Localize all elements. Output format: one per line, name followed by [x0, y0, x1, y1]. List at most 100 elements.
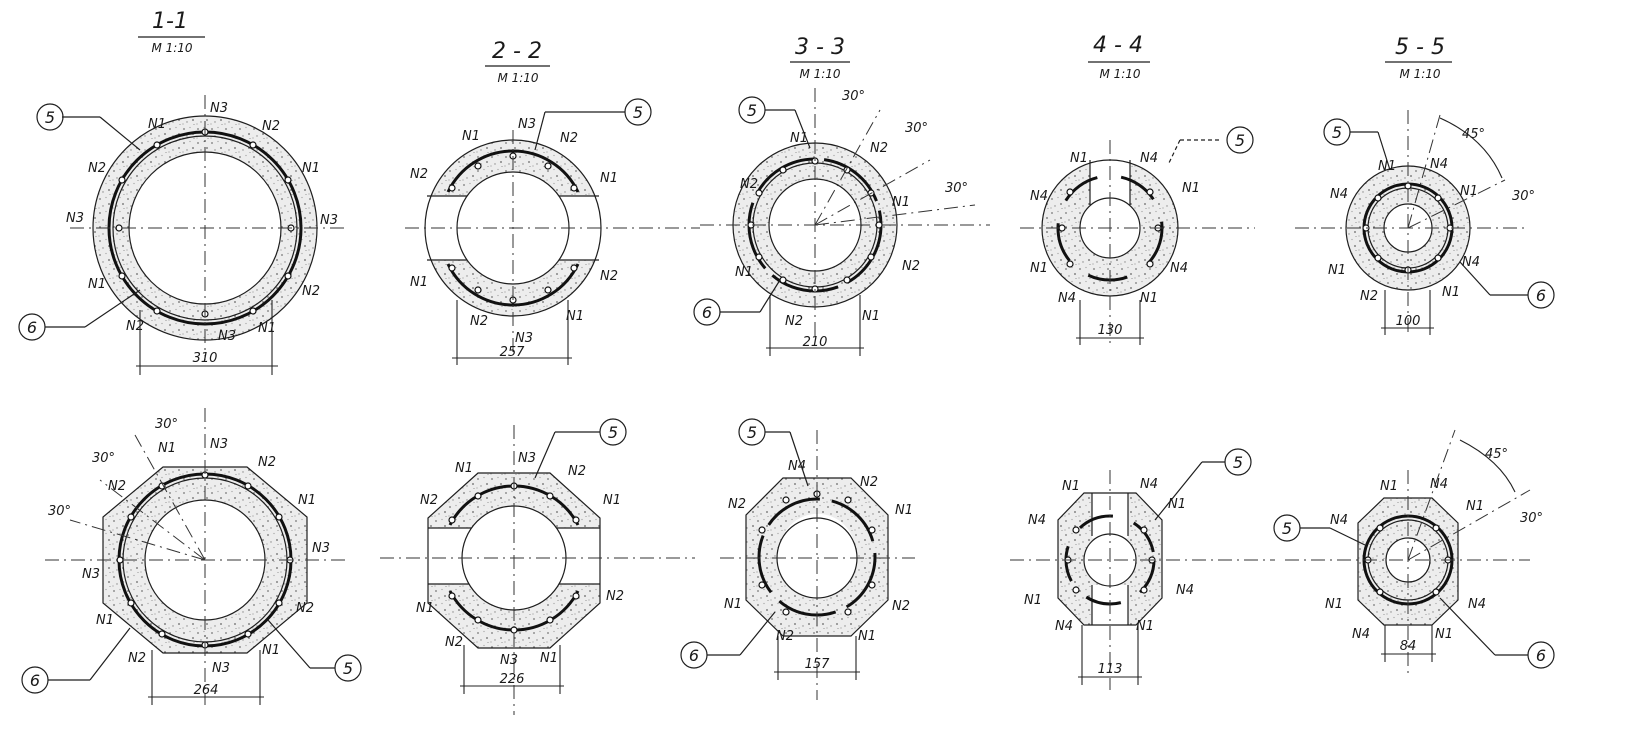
- section-title: 3 - 3: [795, 35, 845, 60]
- section-title: 4 - 4: [1093, 33, 1143, 58]
- bar-label: N1: [1380, 479, 1398, 494]
- bar-label: N1: [1030, 261, 1048, 276]
- bar-label: N1: [600, 171, 618, 186]
- angle-label: 30°: [1512, 189, 1535, 204]
- bar-label: N1: [603, 493, 621, 508]
- bar-label: N1: [258, 321, 276, 336]
- bar-label: N1: [1024, 593, 1042, 608]
- dimension-label: 84: [1400, 639, 1417, 654]
- bar-label: N1: [1140, 291, 1158, 306]
- bar-label: N2: [470, 314, 488, 329]
- bar-label: N4: [1352, 627, 1370, 642]
- bar-label: N4: [1055, 619, 1073, 634]
- angle-label: 30°: [48, 504, 71, 519]
- bar-label: N1: [892, 195, 910, 210]
- angle-label: 45°: [1485, 447, 1508, 462]
- callout-6: 6: [702, 303, 712, 322]
- bar-label: N1: [1168, 497, 1186, 512]
- bar-label: N3: [212, 661, 230, 676]
- bar-label: N2: [108, 479, 126, 494]
- bar-label: N1: [1328, 263, 1346, 278]
- callout-5: 5: [747, 101, 757, 120]
- callout-6: 6: [689, 646, 699, 665]
- bar-label: N3: [82, 567, 100, 582]
- section-3-3-round: 30° 30° 30° N1 N2 N2 N1 N1 N2 N2 N1 210 …: [693, 88, 990, 356]
- section-4-4-round: N1 N4 N4 N1 N1 N4 N4 N1 130 5: [1020, 126, 1255, 345]
- bar-label: N3: [518, 451, 536, 466]
- title-4-4: 4 - 4 М 1:10: [1088, 33, 1150, 81]
- dimension-label: 264: [194, 683, 219, 698]
- bar-label: N2: [262, 119, 280, 134]
- bar-label: N3: [66, 211, 84, 226]
- bar-label: N2: [600, 269, 618, 284]
- bar-label: N2: [728, 497, 746, 512]
- section-title: 1-1: [152, 9, 188, 34]
- dimension-label: 226: [500, 672, 525, 687]
- bar-label: N2: [740, 177, 758, 192]
- bar-label: N4: [1028, 513, 1046, 528]
- bar-label: N4: [1140, 151, 1158, 166]
- bar-label: N1: [88, 277, 106, 292]
- bar-label: N1: [1435, 627, 1453, 642]
- angle-label: 30°: [155, 417, 178, 432]
- bar-label: N1: [262, 643, 280, 658]
- bar-label: N4: [1330, 187, 1348, 202]
- bar-label: N4: [1330, 513, 1348, 528]
- bar-label: N1: [96, 613, 114, 628]
- bar-label: N2: [606, 589, 624, 604]
- bar-label: N3: [210, 437, 228, 452]
- section-scale: М 1:10: [1099, 67, 1140, 81]
- section-4-4-octagon: N1 N4 N4 N1 N1 N4 N4 N1 113 5: [1010, 448, 1275, 690]
- section-1-1-round: N1 N3 N2 N2 N1 N3 N3 N1 N2 N2 N3 N1 310 …: [18, 95, 345, 375]
- bar-label: N1: [410, 275, 428, 290]
- callout-5: 5: [608, 423, 618, 442]
- dimension-label: 157: [805, 657, 831, 672]
- callout-5: 5: [1233, 453, 1243, 472]
- callout-5: 5: [633, 103, 643, 122]
- callout-5: 5: [1235, 131, 1245, 150]
- bar-label: N3: [210, 101, 228, 116]
- bar-label: N1: [416, 601, 434, 616]
- dimension-label: 210: [803, 335, 828, 350]
- bar-label: N1: [1062, 479, 1080, 494]
- bar-label: N1: [158, 441, 176, 456]
- bar-label: N2: [568, 464, 586, 479]
- angle-label: 30°: [945, 181, 968, 196]
- bar-label: N1: [1070, 151, 1088, 166]
- section-scale: М 1:10: [799, 67, 840, 81]
- bar-label: N1: [790, 131, 808, 146]
- dimension-label: 100: [1396, 314, 1421, 329]
- title-1-1: 1-1 М 1:10: [138, 9, 205, 55]
- callout-6: 6: [27, 318, 37, 337]
- bar-label: N2: [258, 455, 276, 470]
- angle-label: 45°: [1462, 127, 1485, 142]
- bar-label: N2: [410, 167, 428, 182]
- section-3-3-octagon: N4 N2 N2 N1 N1 N2 N2 N1 157 5 6: [680, 418, 915, 700]
- bar-label: N3: [218, 329, 236, 344]
- bar-label: N4: [1462, 255, 1480, 270]
- bar-label: N1: [540, 651, 558, 666]
- bar-label: N3: [320, 213, 338, 228]
- bar-label: N4: [1176, 583, 1194, 598]
- bar-label: N2: [302, 284, 320, 299]
- bar-label: N2: [892, 599, 910, 614]
- callout-5: 5: [343, 659, 353, 678]
- angle-label: 30°: [842, 89, 865, 104]
- callout-5: 5: [747, 423, 757, 442]
- bar-label: N1: [724, 597, 742, 612]
- callout-6: 6: [30, 671, 40, 690]
- bar-label: N1: [566, 309, 584, 324]
- bar-label: N2: [420, 493, 438, 508]
- bar-label: N4: [788, 459, 806, 474]
- bar-label: N1: [1466, 499, 1484, 514]
- section-5-5-round: 45° 30° N1 N4 N4 N1 N1 N4 N2 N1 100 5 6: [1295, 110, 1555, 335]
- callout-5: 5: [1332, 123, 1342, 142]
- bar-label: N1: [1136, 619, 1154, 634]
- bar-label: N4: [1430, 157, 1448, 172]
- bar-label: N4: [1170, 261, 1188, 276]
- bar-label: N2: [870, 141, 888, 156]
- bar-label: N4: [1030, 189, 1048, 204]
- callout-6: 6: [1536, 646, 1546, 665]
- bar-label: N2: [296, 601, 314, 616]
